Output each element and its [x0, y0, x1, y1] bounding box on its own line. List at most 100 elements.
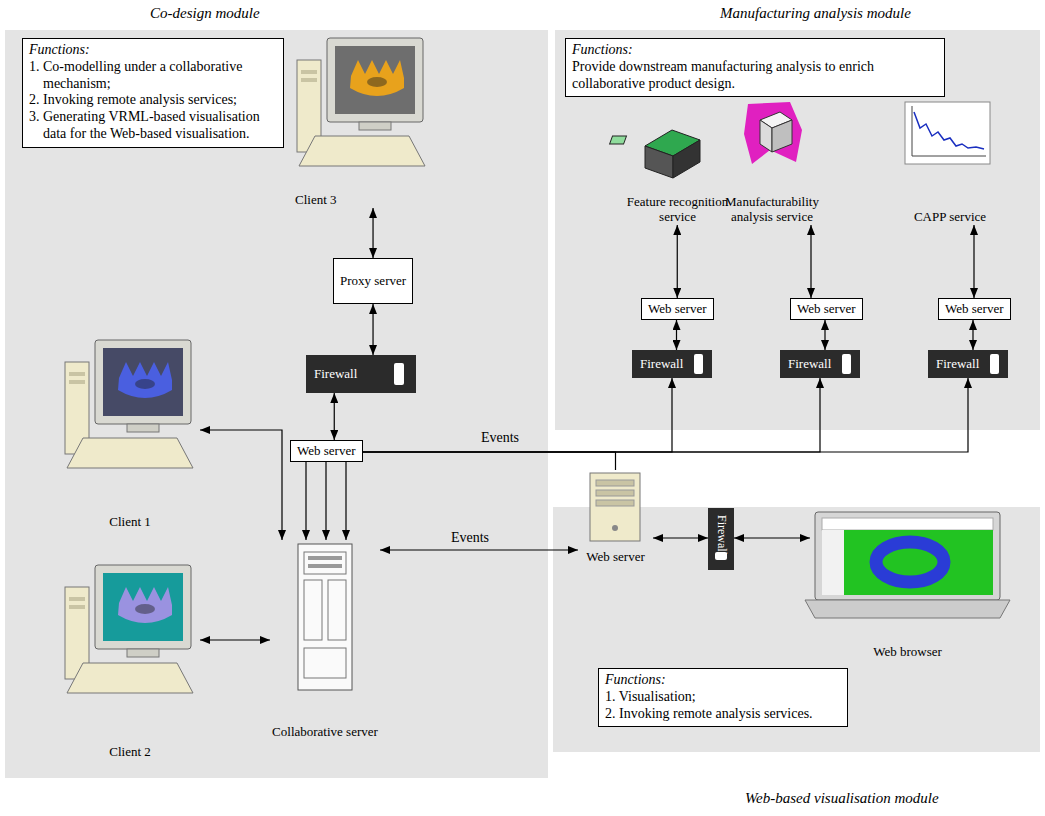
module-heading: Manufacturing analysis module — [720, 5, 911, 22]
port — [842, 354, 851, 374]
node-label: Manufacturability analysis service — [712, 195, 832, 225]
feature — [610, 136, 627, 144]
module-heading: Co-design module — [150, 5, 260, 22]
computer — [65, 340, 193, 468]
screen — [103, 348, 183, 416]
connector-arrow — [305, 462, 306, 540]
node-label: Web server — [945, 302, 1004, 316]
functions-box: Functions:1. Visualisation;2. Invoking r… — [598, 668, 848, 727]
functions-item: Provide downstream manufacturing analysi… — [572, 59, 938, 93]
connector-arrow — [677, 225, 678, 298]
node-label: Feature recognition service — [620, 195, 735, 225]
client-computer: Client 3 — [295, 38, 430, 208]
node-label: Firewall — [936, 356, 979, 372]
connector-arrow — [363, 378, 820, 452]
connector-arrow — [200, 430, 282, 540]
functions-item: 3. Generating VRML-based visualisation d… — [29, 109, 277, 143]
node-label: Collaborative server — [272, 725, 378, 740]
laptop-browser — [805, 512, 1010, 618]
connector-arrow — [676, 320, 677, 350]
chart-line — [914, 112, 984, 149]
node-label: Proxy server — [340, 274, 406, 288]
connector-arrow — [325, 462, 326, 540]
web-server-box: Web server — [290, 440, 363, 462]
client-2-computer — [65, 565, 193, 693]
functions-heading: Functions: — [29, 42, 277, 59]
rack-unit — [304, 580, 322, 640]
node-label: CAPP service — [914, 210, 986, 225]
node-label: Firewall — [714, 515, 729, 555]
connector-arrow — [363, 452, 616, 470]
computer — [65, 565, 193, 693]
connector-arrow — [653, 537, 708, 538]
screen — [103, 573, 183, 641]
connector-arrow — [200, 639, 270, 640]
firewall-box: Firewall — [708, 508, 734, 570]
node-label: Web browser — [873, 645, 942, 660]
functions-item: 1. Co-modelling under a collaborative me… — [29, 59, 277, 93]
node-label: Client 3 — [295, 193, 337, 208]
rack — [298, 544, 352, 690]
axis — [912, 106, 913, 156]
screen — [335, 46, 415, 114]
client-computer: Client 1 — [60, 340, 200, 530]
edge-label: Events — [481, 430, 519, 446]
part-model — [350, 60, 404, 96]
manufacturability-icon — [744, 102, 802, 164]
rack-unit — [304, 648, 346, 678]
port — [715, 552, 727, 560]
axis — [912, 156, 986, 157]
firewall-ports — [394, 354, 999, 560]
collaborative-server-rack — [298, 544, 352, 690]
connector-arrow — [380, 549, 578, 550]
proxy-server-box: Proxy server — [333, 258, 413, 304]
part-model — [118, 587, 172, 623]
functions-heading: Functions: — [605, 672, 841, 689]
connector-arrow — [824, 320, 825, 350]
connector-arrow — [345, 462, 346, 540]
functions-item: 2. Invoking remote analysis services; — [29, 92, 277, 109]
node-label: Firewall — [788, 356, 831, 372]
module-panel: Co-design moduleFunctions:1. Co-modellin… — [5, 30, 548, 778]
port — [394, 363, 404, 385]
port — [694, 354, 703, 374]
web-browser: Web browser — [810, 510, 1005, 660]
firewall-box: Firewall — [780, 350, 860, 378]
connector-arrow — [363, 378, 672, 452]
rack-unit — [328, 580, 346, 640]
node-label: Firewall — [314, 366, 357, 382]
web-server-box: Web server — [641, 298, 714, 320]
connector-arrow — [334, 393, 335, 440]
chart-frame — [905, 102, 990, 164]
slot — [308, 556, 342, 560]
node-label: Firewall — [640, 356, 683, 372]
feature-recognition-icon — [610, 130, 700, 178]
analysis-service: Feature recognition service — [620, 125, 735, 225]
computer — [297, 38, 425, 166]
firewall-box: Firewall — [928, 350, 1008, 378]
functions-box: Functions:1. Co-modelling under a collab… — [22, 38, 284, 148]
capp-chart-icon — [905, 102, 990, 164]
client-3-computer — [297, 38, 425, 166]
web-server-box: Web server — [790, 298, 863, 320]
node-label: Client 1 — [109, 515, 151, 530]
web-server-tower — [590, 473, 640, 541]
connector-arrow — [363, 378, 968, 452]
firewall-box: Firewall — [632, 350, 712, 378]
analysis-service: CAPP service — [890, 100, 1010, 225]
node-label: Web server — [797, 302, 856, 316]
functions-item: 1. Visualisation; — [605, 689, 841, 706]
client-1-computer — [65, 340, 193, 468]
functions-box: Functions:Provide downstream manufacturi… — [565, 38, 945, 97]
node-label: Web server — [648, 302, 707, 316]
web-server-tower: Web server — [578, 470, 653, 565]
edge-label: Events — [451, 530, 489, 546]
module-panel: Manufacturing analysis moduleFunctions:P… — [555, 30, 1040, 430]
connector-arrow — [372, 304, 373, 355]
collaborative-server: Collaborative server — [270, 540, 380, 740]
node-label: Web server — [297, 444, 356, 458]
connector-arrow — [734, 537, 810, 538]
functions-heading: Functions: — [572, 42, 938, 59]
analysis-service: Manufacturability analysis service — [712, 100, 832, 225]
node-label: Client 2 — [109, 745, 151, 760]
